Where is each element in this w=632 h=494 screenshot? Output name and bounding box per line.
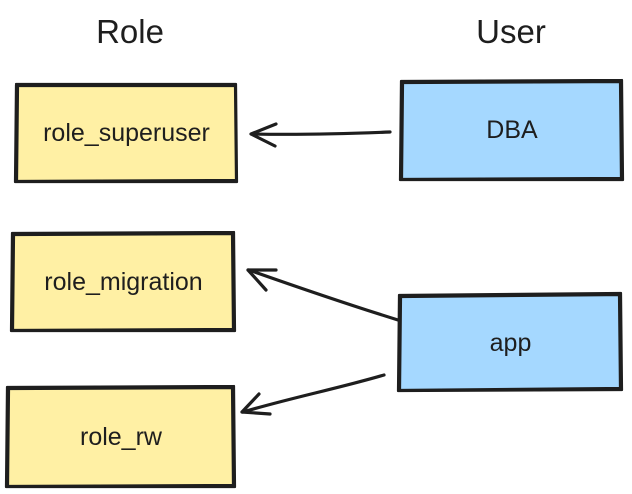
- arrow-app-to-role-migration: [246, 268, 400, 322]
- header-role: Role: [96, 13, 164, 50]
- role-box-superuser: [13, 82, 239, 184]
- arrow-app-to-role-rw: [240, 373, 386, 416]
- role-label-rw: role_rw: [80, 422, 162, 451]
- role-box-rw: [4, 384, 237, 489]
- user-box-app: [396, 291, 624, 393]
- user-label-app: app: [489, 328, 532, 357]
- arrow-dba-to-role-superuser: [249, 122, 392, 148]
- role-box-migration: [9, 230, 237, 333]
- user-label-dba: DBA: [486, 116, 538, 144]
- header-user: User: [476, 13, 546, 50]
- user-box-dba: [398, 78, 625, 182]
- role-label-migration: role_migration: [44, 267, 203, 296]
- role-label-superuser: role_superuser: [43, 119, 210, 147]
